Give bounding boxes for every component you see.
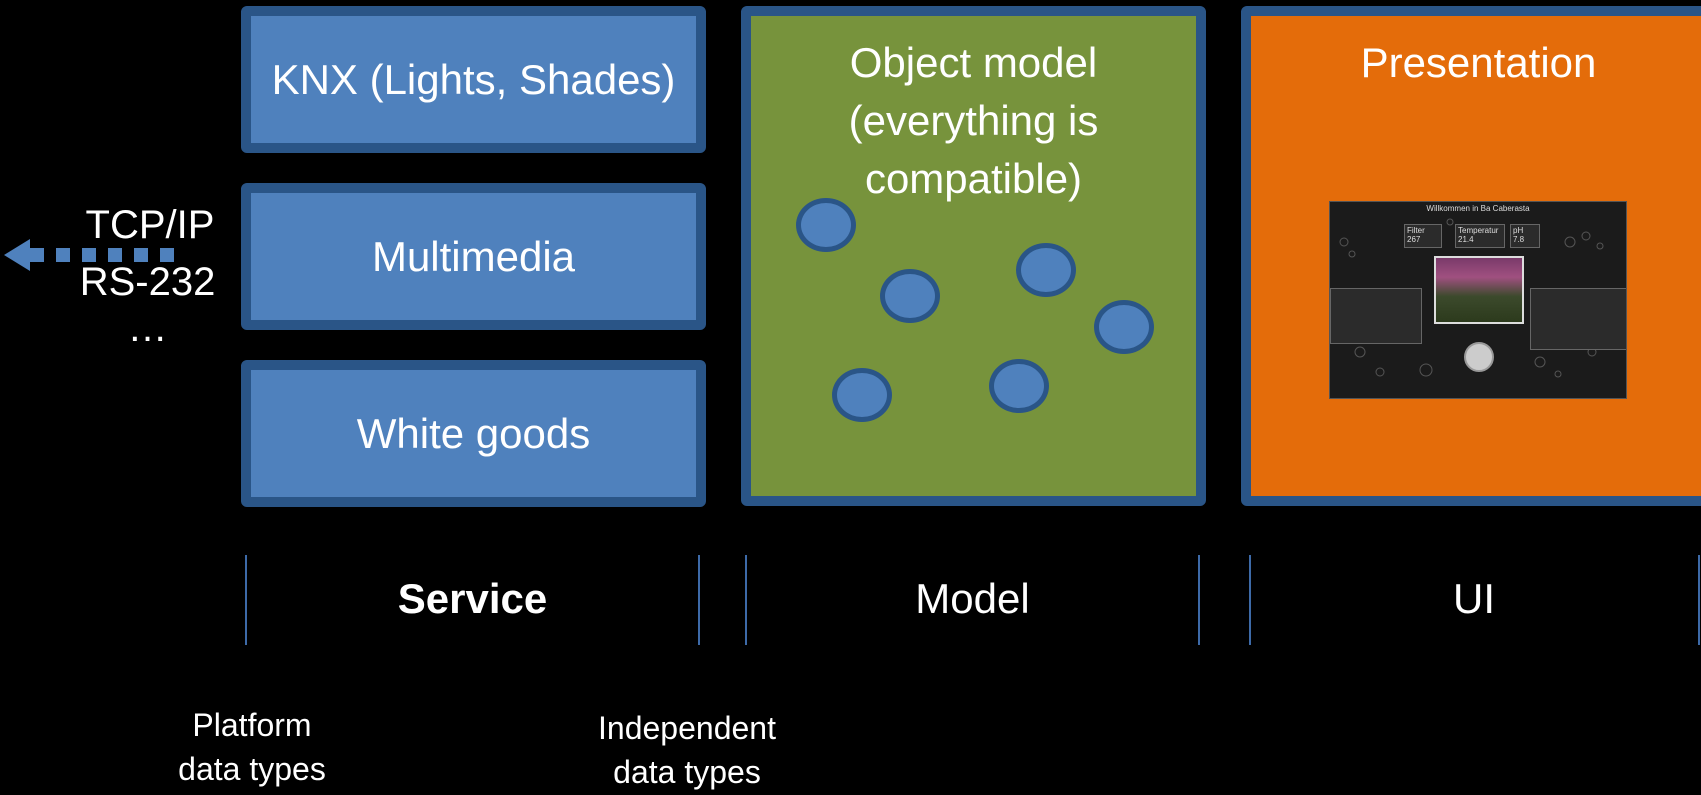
home-icon <box>1464 342 1494 372</box>
note-platform-line2: data types <box>178 751 326 787</box>
note-independent-line2: data types <box>613 754 761 790</box>
presentation-box: Presentation Willkommen in Ba Caberasta … <box>1241 6 1701 506</box>
protocol-label-rs232: RS-232 … <box>79 260 216 350</box>
separator-line <box>745 555 747 645</box>
object-model-box: Object model (everything is compatible) <box>741 6 1206 506</box>
service-box-knx: KNX (Lights, Shades) <box>241 6 706 153</box>
protocol-label-tcpip: TCP/IP <box>85 203 215 247</box>
object-circle <box>832 368 892 422</box>
screenshot-left-panel <box>1330 288 1422 344</box>
separator-line <box>1698 555 1700 645</box>
screenshot-tile-filter: Filter 267 <box>1404 224 1442 248</box>
object-circle <box>796 198 856 252</box>
note-independent-line1: Independent <box>598 710 776 746</box>
screenshot-tile-ph: pH 7.8 <box>1510 224 1540 248</box>
separator-line <box>245 555 247 645</box>
tile-value: 267 <box>1407 235 1421 244</box>
note-platform-line1: Platform <box>192 707 312 743</box>
object-model-title-line2: (everything is <box>848 97 1099 144</box>
presentation-screenshot: Willkommen in Ba Caberasta Filter 267 Te… <box>1329 201 1627 399</box>
service-box-white-goods: White goods <box>241 360 706 507</box>
service-box-knx-label: KNX (Lights, Shades) <box>271 55 676 103</box>
service-box-multimedia: Multimedia <box>241 183 706 330</box>
layer-label-model: Model <box>915 575 1030 622</box>
tile-value: 21.4 <box>1458 235 1474 244</box>
tile-value: 7.8 <box>1513 235 1525 244</box>
object-model-title-line1: Object model <box>849 39 1098 86</box>
layer-label-service: Service <box>397 575 548 622</box>
object-circle <box>989 359 1049 413</box>
separator-line <box>1198 555 1200 645</box>
object-circle <box>1094 300 1154 354</box>
protocol-arrow-icon <box>4 239 174 271</box>
separator-line <box>1249 555 1251 645</box>
screenshot-aquarium-image <box>1434 256 1524 324</box>
tile-label: Filter <box>1407 226 1425 235</box>
object-model-title-line3: compatible) <box>864 155 1083 202</box>
service-box-multimedia-label: Multimedia <box>371 232 576 280</box>
object-circle <box>880 269 940 323</box>
separator-line <box>698 555 700 645</box>
service-box-white-goods-label: White goods <box>356 409 591 457</box>
screenshot-bubbles-icon <box>1339 218 1604 378</box>
screenshot-tile-temp: Temperatur 21.4 <box>1455 224 1505 248</box>
screenshot-header: Willkommen in Ba Caberasta <box>1426 204 1530 213</box>
presentation-title: Presentation <box>1360 39 1597 86</box>
object-circle <box>1016 243 1076 297</box>
screenshot-right-panel <box>1530 288 1626 350</box>
layer-label-ui: UI <box>1453 575 1495 622</box>
tile-label: pH <box>1513 226 1524 235</box>
tile-label: Temperatur <box>1458 226 1499 235</box>
